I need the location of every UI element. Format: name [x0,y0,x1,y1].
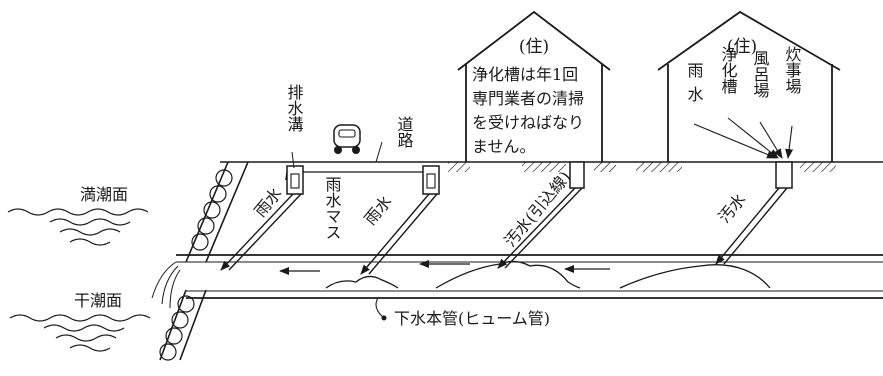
main-pipe-leader [375,297,385,319]
sediment-2 [435,260,581,289]
rain-pipe-2 [360,193,430,275]
house-left-note-1: 浄化槽は年1回 [472,65,578,84]
house-right [636,10,841,265]
label-house-bath: 風呂場 [751,50,770,99]
sewage-pipe-2 [715,187,780,265]
label-road: 道路 [395,116,414,148]
sediment-1 [325,275,399,289]
house-left-note-4: ません。 [472,137,536,156]
road-section [286,124,440,195]
label-rain-2: 雨水 [361,192,396,229]
rain-pipe-2b [368,193,438,275]
pipe-outfall-spray [151,261,181,309]
sewage-pipe-1b [504,187,583,269]
label-high-tide: 満潮面 [80,185,128,204]
label-sewage-lead: 汚水(引込線) [501,167,575,250]
label-house-rain: 雨水 [685,62,704,110]
label-drain-ditch: 排水溝 [285,84,304,132]
house-left-tag: (住) [519,37,549,57]
label-rain-basin: 雨水マス [323,176,342,240]
low-tide-waves [9,314,151,352]
sewage-pipe-1 [497,187,576,269]
septic-tank-left [569,161,585,189]
sea-wall [159,161,249,361]
label-sewage-2: 汚水 [715,190,750,227]
label-house-septic: 浄化槽 [719,46,738,94]
sediment-3 [619,264,771,289]
house-right-tag: (住) [727,37,757,57]
septic-tank-right [775,161,793,189]
label-house-kitchen: 炊事場 [783,46,802,95]
house-left-note-2: 専門業者の清掃 [472,89,584,108]
house-left-note-3: を受けねばなり [472,113,584,132]
rain-pipe-1 [220,193,294,271]
sewage-pipe-2b [723,187,788,265]
main-sewer-pipe [151,254,883,309]
label-low-tide: 干潮面 [74,291,122,310]
house-left [448,10,616,269]
rain-pipe-1b [228,193,302,271]
high-tide-waves [7,208,149,246]
car-icon [333,124,361,154]
label-main-pipe: 下水本管(ヒューム管) [394,309,550,328]
